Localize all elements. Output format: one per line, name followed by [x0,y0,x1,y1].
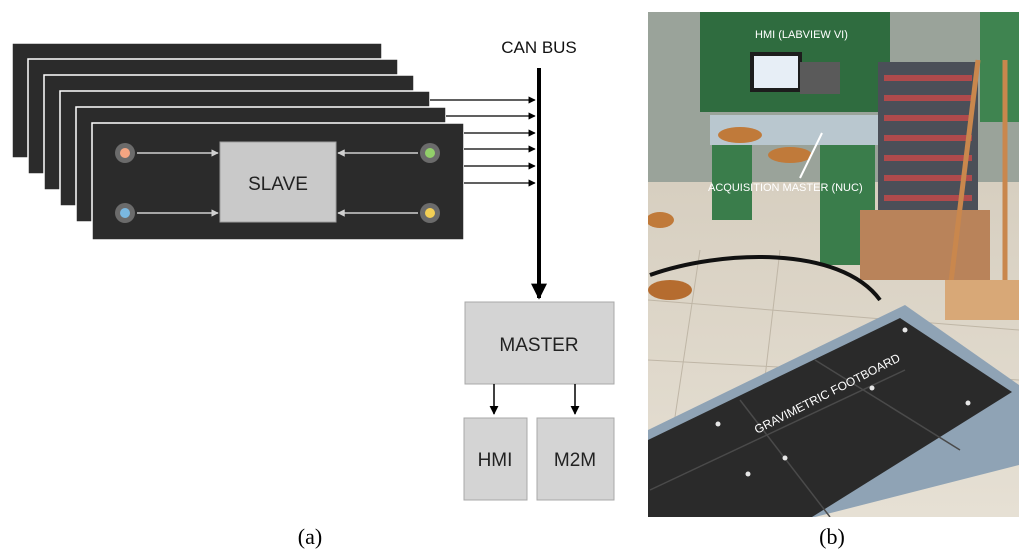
m2m-box [536,417,615,501]
hmi-photo-label: HMI (LABVIEW VI) [755,29,848,41]
can-bus-label: CAN BUS [501,38,577,57]
gravimetric-footboard [648,318,1012,517]
master-photo-label: ACQUISITION MASTER (NUC) [708,182,863,194]
sensor-dot [425,148,435,158]
slave-label: SLAVE [248,174,308,195]
storage-rack [878,62,978,232]
master-label: MASTER [499,335,578,356]
master-pointer-line [799,132,823,179]
slave-box [219,141,337,223]
sensor-dot [425,208,435,218]
hmi-label: HMI [478,450,513,471]
can-bus-connections [430,96,536,187]
sensor-dot [120,148,130,158]
panel-b-photo: HMI (LABVIEW VI) ACQUISITION MASTER (NUC… [648,12,1019,517]
master-box [464,301,615,385]
sensor-bottom-right [420,203,440,223]
hmi-box [463,417,528,501]
sensor-dot [120,208,130,218]
sensor-top-right [420,143,440,163]
m2m-label: M2M [554,450,596,471]
caption-b: (b) [819,524,845,549]
panel-a-diagram: SLAVE [11,38,615,501]
sensor-bottom-left [115,203,135,223]
caption-a: (a) [298,524,322,549]
sensor-top-left [115,143,135,163]
